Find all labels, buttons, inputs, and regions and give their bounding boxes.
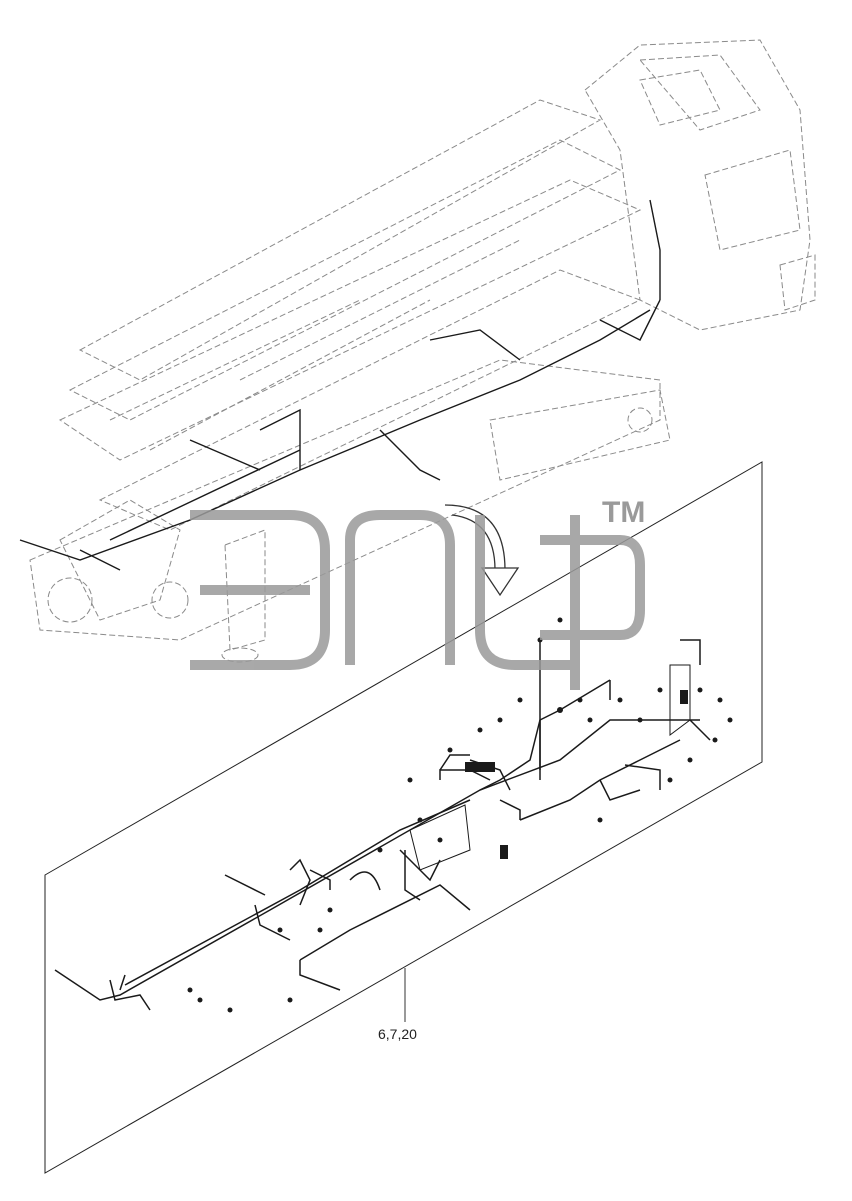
part-callout-label: 6,7,20 [378,1026,417,1042]
curved-arrow-icon [444,504,520,597]
harness-in-situ [19,199,661,571]
detail-panel-frame [44,461,763,1174]
watermark-logo [190,510,645,690]
harness-connectors [187,617,733,1013]
harness-detail [54,639,711,1011]
watermark-trademark: TM [602,496,646,529]
crane-truck-outline [29,39,816,663]
